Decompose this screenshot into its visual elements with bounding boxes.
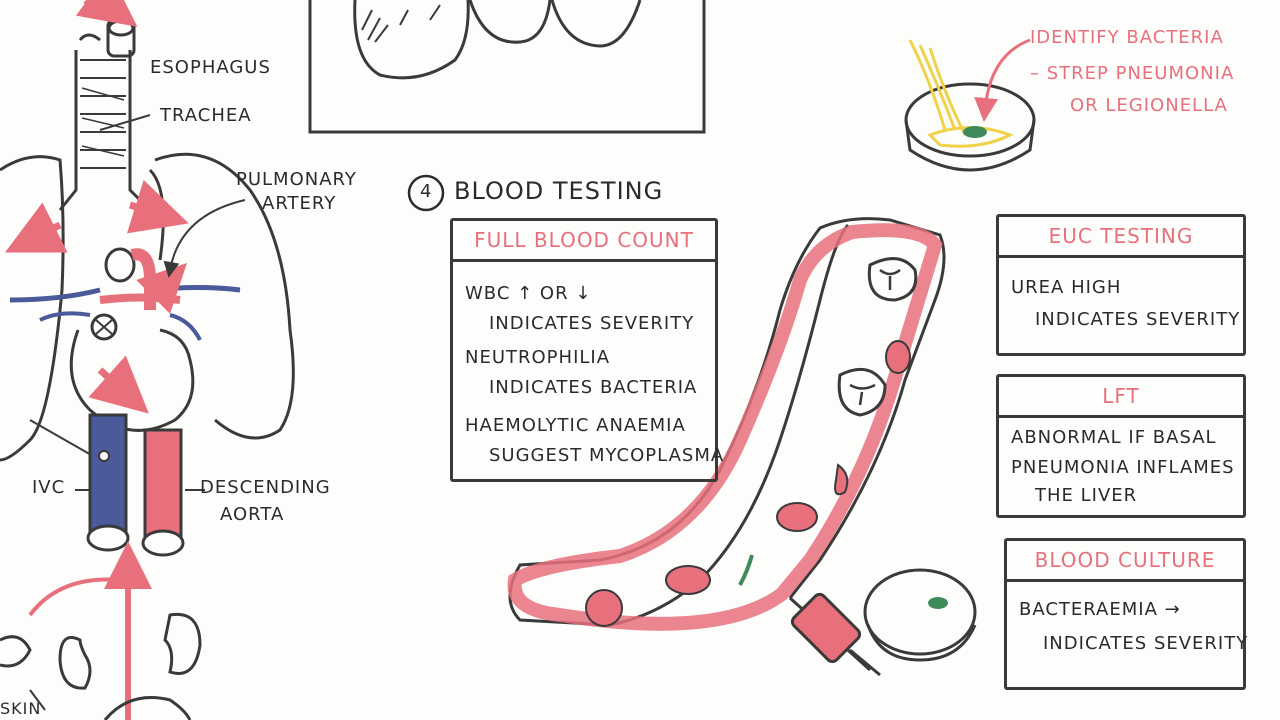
label-pulmonary-artery-2: ARTERY bbox=[262, 194, 336, 215]
label-descending-aorta-2: AORTA bbox=[220, 505, 284, 526]
bacteria-note-line1: IDENTIFY BACTERIA bbox=[1030, 28, 1224, 49]
euc-line-2: INDICATES SEVERITY bbox=[1035, 309, 1240, 330]
label-ivc: IVC bbox=[32, 478, 65, 499]
lft-title: LFT bbox=[999, 377, 1243, 418]
blood-culture-line-1: BACTERAEMIA → bbox=[1019, 599, 1181, 620]
petri-dish-bottom bbox=[865, 570, 975, 660]
euc-testing-box: EUC TESTING UREA HIGH INDICATES SEVERITY bbox=[996, 214, 1246, 356]
lft-line-3: THE LIVER bbox=[1035, 485, 1137, 506]
full-blood-count-title: FULL BLOOD COUNT bbox=[453, 221, 715, 262]
label-esophagus: ESOPHAGUS bbox=[150, 58, 271, 79]
bacteria-note-line2: – STREP PNEUMONIA bbox=[1030, 64, 1234, 85]
blood-culture-box: BLOOD CULTURE BACTERAEMIA → INDICATES SE… bbox=[1004, 538, 1246, 690]
label-pulmonary-artery-1: PULMONARY bbox=[236, 170, 357, 191]
euc-line-1: UREA HIGH bbox=[1011, 277, 1121, 298]
fbc-line-3: NEUTROPHILIA bbox=[465, 347, 610, 368]
section-title: BLOOD TESTING bbox=[454, 178, 663, 206]
fbc-line-1: WBC ↑ OR ↓ bbox=[465, 283, 591, 304]
section-number: 4 bbox=[420, 182, 432, 203]
fbc-line-2: INDICATES SEVERITY bbox=[489, 313, 694, 334]
fbc-line-6: SUGGEST MYCOPLASMA bbox=[489, 445, 724, 466]
fbc-line-5: HAEMOLYTIC ANAEMIA bbox=[465, 415, 686, 436]
full-blood-count-box: FULL BLOOD COUNT WBC ↑ OR ↓ INDICATES SE… bbox=[450, 218, 718, 482]
xray-frame bbox=[310, 0, 704, 132]
lft-box: LFT ABNORMAL IF BASAL PNEUMONIA INFLAMES… bbox=[996, 374, 1246, 518]
euc-testing-title: EUC TESTING bbox=[999, 217, 1243, 258]
label-descending-aorta-1: DESCENDING bbox=[200, 478, 331, 499]
fbc-line-4: INDICATES BACTERIA bbox=[489, 377, 697, 398]
petri-dish-top bbox=[906, 40, 1034, 170]
label-skin: SKIN bbox=[0, 700, 41, 718]
blood-culture-title: BLOOD CULTURE bbox=[1007, 541, 1243, 582]
blood-culture-line-2: INDICATES SEVERITY bbox=[1043, 633, 1248, 654]
bacteria-note-line3: OR LEGIONELLA bbox=[1070, 96, 1228, 117]
label-trachea: TRACHEA bbox=[160, 106, 252, 127]
lft-line-1: ABNORMAL IF BASAL bbox=[1011, 427, 1217, 448]
lft-line-2: PNEUMONIA INFLAMES bbox=[1011, 457, 1235, 478]
